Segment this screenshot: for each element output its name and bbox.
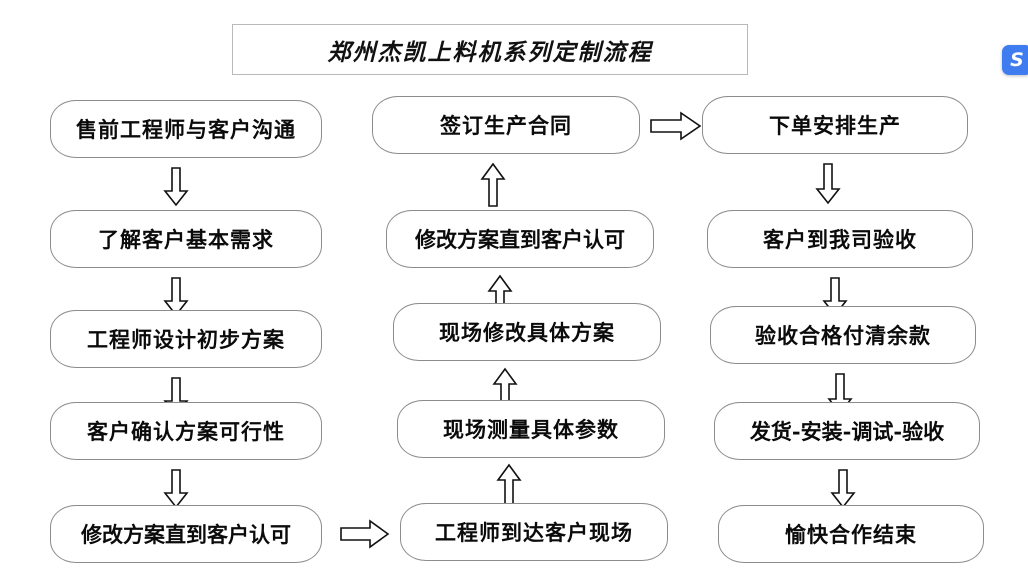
node-customer-confirm-feasibility[interactable]: 客户确认方案可行性: [50, 402, 322, 460]
node-customer-acceptance-at-factory[interactable]: 客户到我司验收: [707, 210, 973, 268]
site-badge-icon[interactable]: S: [1002, 45, 1028, 75]
node-understand-basic-needs[interactable]: 了解客户基本需求: [50, 210, 322, 268]
node-label: 发货-安装-调试-验收: [749, 419, 945, 444]
node-label: 修改方案直到客户认可: [81, 522, 291, 547]
node-engineer-arrives-onsite[interactable]: 工程师到达客户现场: [400, 503, 668, 561]
node-pay-balance-after-acceptance[interactable]: 验收合格付清余款: [710, 306, 976, 364]
arrow-up-icon: [496, 463, 522, 506]
node-label: 了解客户基本需求: [98, 227, 274, 252]
node-place-order-arrange-production[interactable]: 下单安排生产: [702, 96, 968, 154]
node-label: 客户确认方案可行性: [87, 419, 285, 444]
node-onsite-measure-parameters[interactable]: 现场测量具体参数: [397, 400, 665, 458]
node-label: 修改方案直到客户认可: [415, 227, 625, 252]
node-revise-until-approved-col2[interactable]: 修改方案直到客户认可: [386, 210, 654, 268]
arrow-down-icon: [163, 469, 189, 509]
node-label: 愉快合作结束: [785, 522, 917, 547]
node-engineer-initial-design[interactable]: 工程师设计初步方案: [50, 310, 322, 368]
arrow-down-icon: [815, 163, 841, 205]
node-label: 客户到我司验收: [763, 227, 917, 252]
node-onsite-revise-plan[interactable]: 现场修改具体方案: [393, 303, 661, 361]
arrow-right-icon: [340, 518, 390, 550]
node-label: 签订生产合同: [440, 113, 572, 138]
node-revise-until-approved-col1[interactable]: 修改方案直到客户认可: [50, 505, 322, 563]
arrow-down-icon: [163, 277, 189, 317]
diagram-title-box: 郑州杰凯上料机系列定制流程: [232, 24, 748, 75]
arrow-up-icon: [480, 162, 506, 208]
arrow-down-icon: [830, 469, 856, 509]
node-label: 售前工程师与客户沟通: [76, 117, 296, 142]
badge-glyph: S: [1010, 48, 1024, 71]
arrow-down-icon: [163, 167, 189, 207]
node-label: 验收合格付清余款: [755, 323, 931, 348]
diagram-title: 郑州杰凯上料机系列定制流程: [327, 38, 653, 66]
node-label: 工程师到达客户现场: [435, 520, 633, 545]
node-label: 工程师设计初步方案: [87, 327, 285, 352]
node-happy-cooperation-end[interactable]: 愉快合作结束: [718, 505, 984, 563]
arrow-right-icon: [650, 110, 702, 142]
node-ship-install-debug-accept[interactable]: 发货-安装-调试-验收: [714, 402, 980, 460]
node-label: 下单安排生产: [769, 113, 901, 138]
node-presales-communication[interactable]: 售前工程师与客户沟通: [50, 100, 322, 158]
node-label: 现场测量具体参数: [443, 417, 619, 442]
node-label: 现场修改具体方案: [439, 320, 615, 345]
node-sign-production-contract[interactable]: 签订生产合同: [372, 96, 640, 154]
